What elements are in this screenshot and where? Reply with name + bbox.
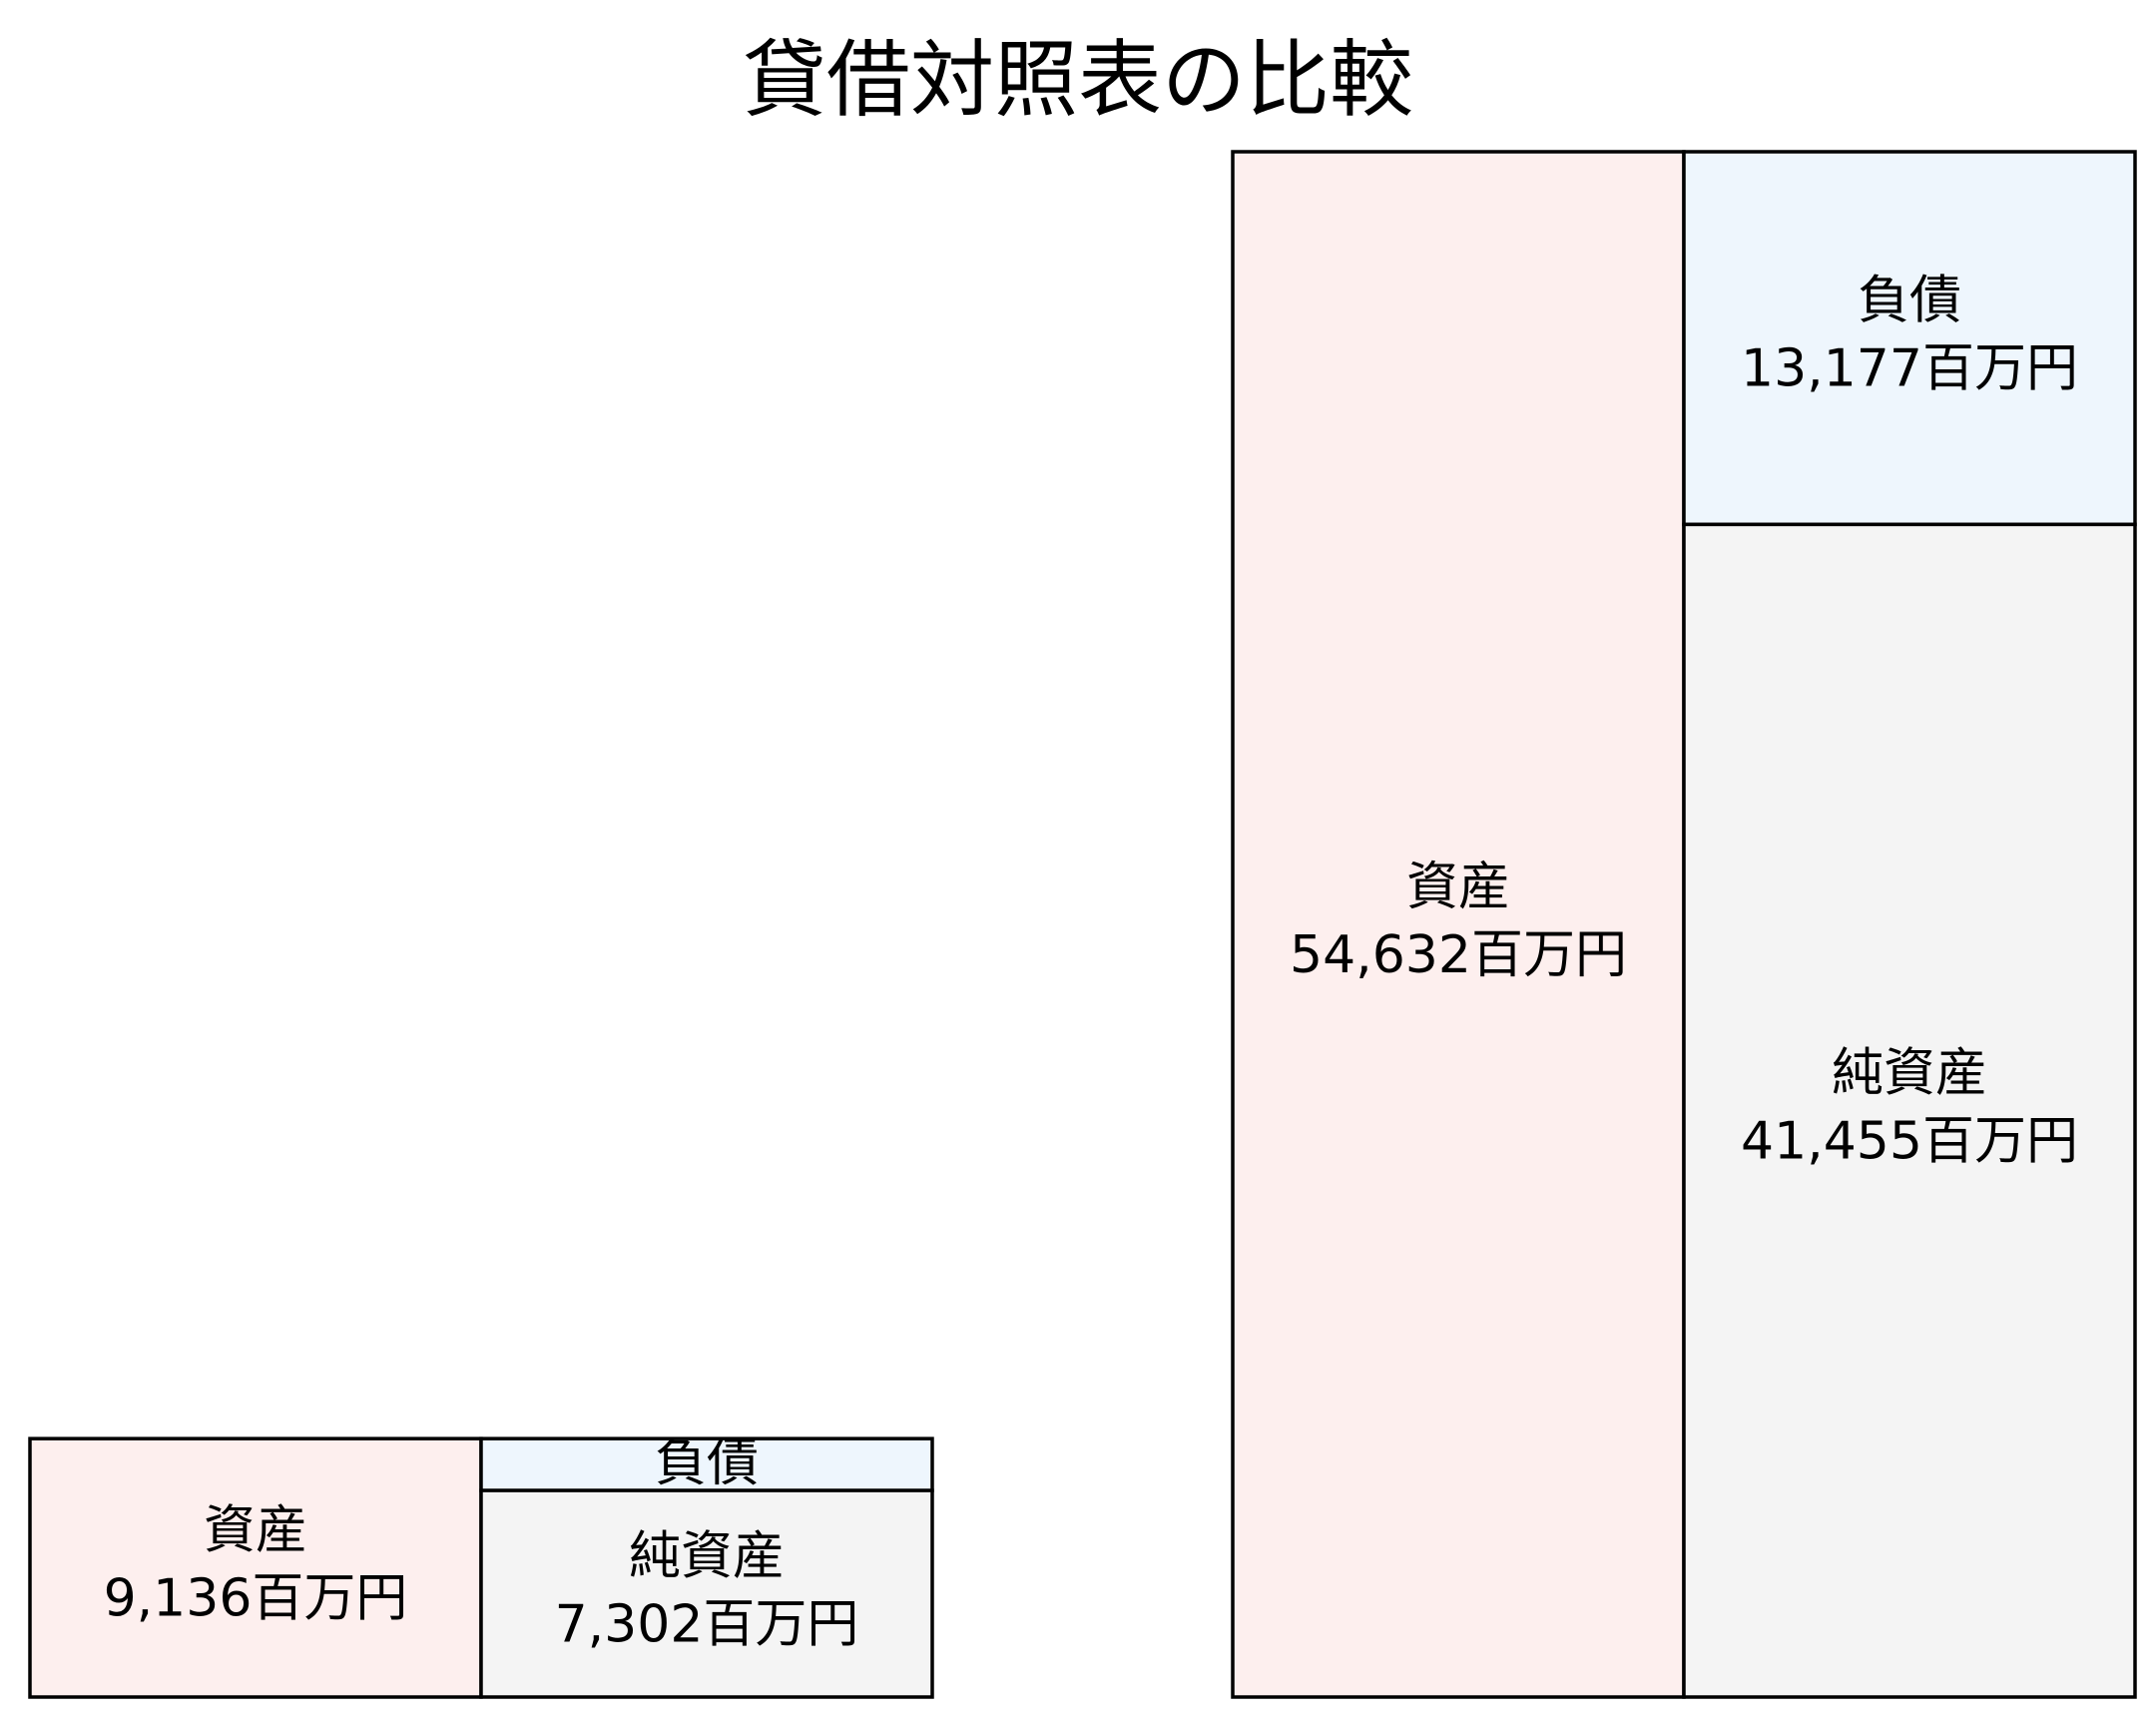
liabilities-value: 13,177百万円: [1741, 339, 2078, 399]
net-assets-block: [1682, 522, 2137, 1699]
net-assets-value: 7,302百万円: [555, 1595, 859, 1655]
net-assets-value: 41,455百万円: [1741, 1112, 2078, 1172]
liabilities-block: [479, 1436, 934, 1492]
assets-label: 資産: [204, 1501, 307, 1561]
assets-label: 資産: [1406, 858, 1510, 917]
liabilities-label: 負債: [1858, 272, 1961, 331]
liabilities-label: 負債: [655, 1433, 759, 1493]
chart-title: 貸借対照表の比較: [742, 31, 1413, 129]
balance-sheet-1: 資産9,136百万円負債1,834百万円純資産7,302百万円: [28, 1433, 934, 1699]
net-assets-block: [479, 1488, 934, 1699]
assets-block: [1231, 150, 1686, 1699]
net-assets-label: 純資産: [1832, 1044, 1987, 1104]
assets-value: 54,632百万円: [1290, 925, 1627, 985]
liabilities-block: [1682, 150, 2137, 527]
assets-block: [28, 1436, 483, 1699]
assets-value: 9,136百万円: [104, 1569, 408, 1629]
net-assets-label: 純資産: [629, 1527, 785, 1587]
